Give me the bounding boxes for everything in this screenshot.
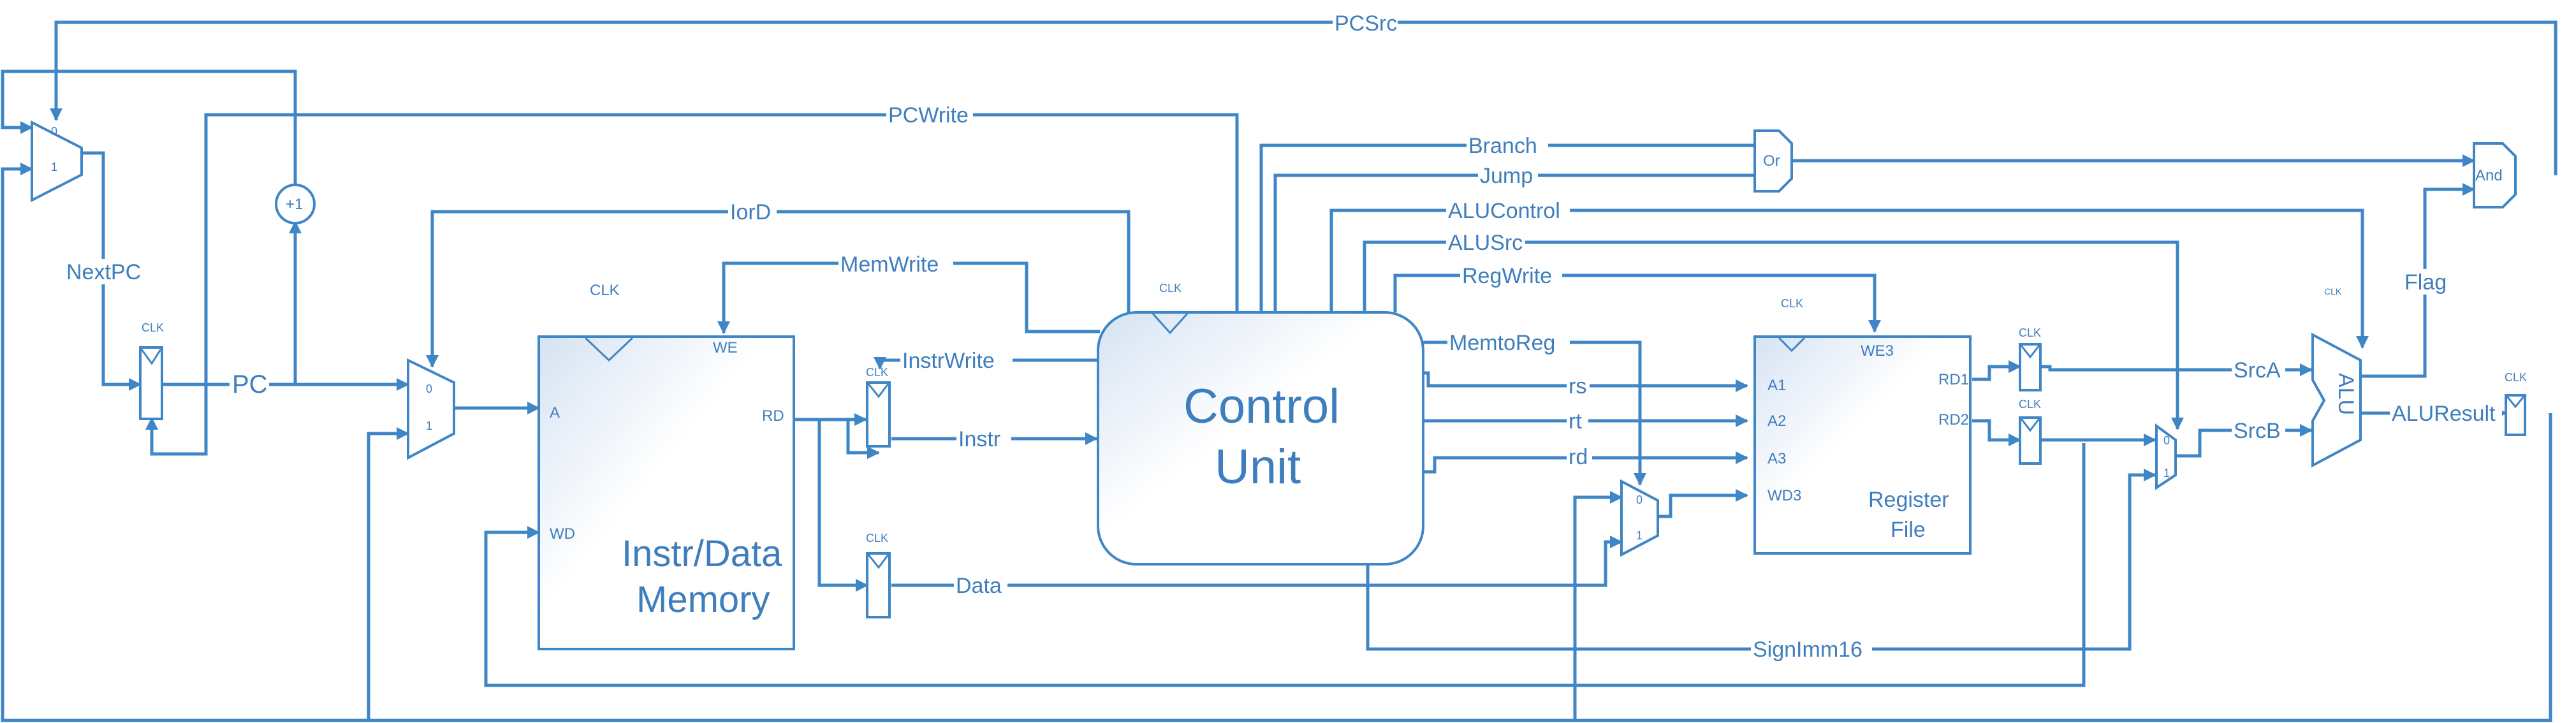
memtoreg-label: MemtoReg (1449, 331, 1555, 355)
pcwrite-label: PCWrite (888, 103, 969, 128)
pc-mux: 0 1 (31, 120, 83, 203)
svg-text:0: 0 (1636, 493, 1643, 506)
srca-label: SrcA (2234, 358, 2281, 383)
nextpc-label: NextPC (66, 260, 141, 284)
svg-text:CLK: CLK (866, 532, 888, 544)
pc-increment-adder: +1 (275, 184, 316, 224)
srca-register: CLK (2019, 326, 2042, 391)
svg-text:CLK: CLK (2019, 326, 2041, 339)
jump-label: Jump (1480, 164, 1533, 188)
svg-text:And: And (2475, 167, 2503, 184)
data-register: CLK (866, 532, 891, 618)
alusrc-mux: 0 1 (2155, 423, 2177, 490)
svg-text:Instr/Data: Instr/Data (622, 533, 782, 574)
svg-text:ALU: ALU (2334, 373, 2358, 415)
rd-label: rd (1569, 445, 1588, 469)
aluresult-label: ALUResult (2392, 402, 2496, 426)
svg-text:1: 1 (1636, 529, 1643, 542)
regwrite-label: RegWrite (1462, 264, 1552, 288)
svg-text:RD1: RD1 (1938, 371, 1969, 388)
signal-labels: PCSrc PCWrite NextPC PC IorD MemWrite In… (64, 10, 2502, 662)
or-gate: Or (1753, 129, 1793, 193)
svg-text:Unit: Unit (1215, 440, 1301, 494)
rt-label: rt (1569, 409, 1582, 434)
memwrite-label: MemWrite (840, 252, 939, 277)
svg-text:CLK: CLK (2324, 286, 2342, 296)
register-file: CLK WE3 A1 A2 A3 WD3 RD1 RD2 Register Fi… (1753, 297, 1972, 555)
svg-text:0: 0 (2163, 434, 2170, 447)
address-mux: 0 1 (407, 358, 455, 460)
svg-text:0: 0 (426, 383, 432, 395)
control-unit: CLK Control Unit (1097, 282, 1424, 566)
svg-text:CLK: CLK (2505, 371, 2527, 384)
svg-text:A: A (550, 404, 560, 421)
svg-text:CLK: CLK (2019, 398, 2041, 411)
svg-text:CLK: CLK (142, 321, 164, 334)
rs-label: rs (1569, 374, 1586, 398)
svg-text:+1: +1 (286, 196, 303, 213)
svg-text:WE3: WE3 (1861, 342, 1894, 360)
alu: CLK ALU (2311, 286, 2362, 468)
svg-text:CLK: CLK (866, 366, 888, 379)
memtoreg-mux: 0 1 (1620, 479, 1659, 557)
svg-text:CLK: CLK (590, 282, 620, 299)
srcb-register: CLK (2019, 398, 2042, 465)
and-gate: And (2473, 142, 2517, 208)
svg-text:A3: A3 (1767, 450, 1786, 467)
alucontrol-label: ALUControl (1448, 199, 1560, 223)
svg-text:1: 1 (51, 161, 57, 173)
svg-text:1: 1 (426, 420, 432, 432)
svg-text:A2: A2 (1767, 413, 1786, 430)
svg-text:WD3: WD3 (1767, 487, 1801, 504)
aluresult-register: CLK (2505, 371, 2527, 436)
svg-text:1: 1 (2163, 467, 2170, 479)
svg-text:Memory: Memory (636, 579, 770, 620)
srcb-label: SrcB (2234, 419, 2281, 443)
svg-text:WE: WE (713, 339, 738, 356)
signimm16-label: SignImm16 (1753, 638, 1862, 662)
instr-label: Instr (958, 427, 1000, 451)
svg-text:Or: Or (1763, 152, 1780, 170)
svg-text:A1: A1 (1767, 377, 1786, 394)
svg-text:CLK: CLK (1781, 297, 1803, 310)
svg-text:Register: Register (1868, 488, 1949, 512)
svg-text:File: File (1891, 518, 1926, 542)
pcsrc-label: PCSrc (1335, 11, 1397, 36)
svg-text:RD2: RD2 (1938, 411, 1969, 428)
branch-label: Branch (1468, 134, 1537, 158)
instr-register: CLK (866, 366, 891, 448)
data-label: Data (956, 574, 1002, 598)
flag-label: Flag (2404, 270, 2447, 295)
svg-text:WD: WD (550, 525, 575, 543)
svg-text:Control: Control (1183, 379, 1340, 434)
pc-label: PC (232, 370, 268, 398)
svg-text:CLK: CLK (1159, 282, 1182, 295)
pc-register: CLK (139, 321, 164, 420)
instrwrite-label: InstrWrite (902, 349, 995, 373)
instr-data-memory: CLK WE A WD RD Instr/Data Memory (538, 282, 795, 650)
iord-label: IorD (730, 200, 771, 224)
svg-text:0: 0 (51, 125, 57, 138)
svg-text:RD: RD (762, 407, 784, 425)
alusrc-label: ALUSrc (1448, 231, 1523, 255)
